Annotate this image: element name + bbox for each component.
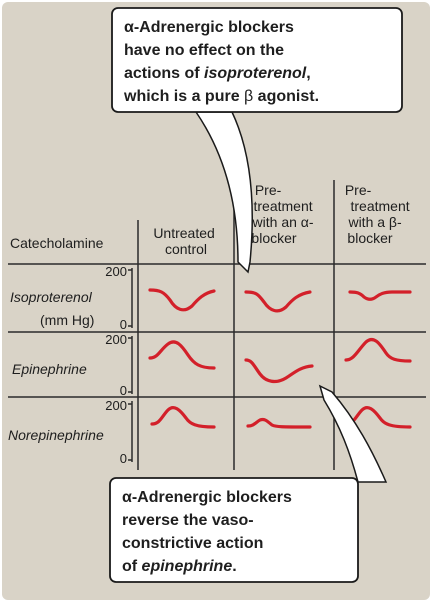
scale-max-norepinephrine: 200 — [105, 398, 127, 413]
callout-bottom-line2: reverse the vaso- — [122, 512, 254, 529]
callout-top-line4-beta: β — [244, 88, 253, 105]
curve-isoproterenol-beta-blocker — [348, 290, 412, 301]
scale-min-isoproterenol: 0 — [120, 317, 127, 332]
callout-top-box — [111, 7, 403, 113]
scale-max-epinephrine: 200 — [105, 332, 127, 347]
col2-header-line3: with an α- — [252, 214, 314, 230]
callout-top-line3-drug: isoproterenol — [204, 65, 307, 82]
col3-header-line3: with a β- — [347, 214, 402, 230]
callout-top-line4-suffix: agonist. — [253, 88, 319, 105]
callout-top-line3-prefix: actions of — [124, 65, 204, 82]
svg-text:Pre- treatment wit: Pre- treatment with an α- blocker — [251, 182, 317, 246]
row-label-epinephrine: Epinephrine — [12, 361, 87, 377]
callout-top-line4-prefix: which is a pure — [123, 88, 244, 105]
table-grid — [8, 180, 426, 470]
svg-text:actions of isoproterenol,: actions of isoproterenol, — [124, 65, 311, 82]
callout-bottom-line1: α-Adrenergic blockers — [122, 489, 292, 506]
curve-epinephrine-control — [148, 340, 216, 370]
col3-header-line4: blocker — [347, 230, 392, 246]
curve-epinephrine-alpha-blocker — [244, 358, 314, 384]
callout-bottom-line4-suffix: . — [232, 558, 236, 575]
callout-bottom-line4-drug: epinephrine — [142, 558, 233, 575]
col1-header-line1: Untreated — [153, 225, 214, 241]
y-axes — [128, 268, 133, 462]
callout-bottom-line3: constrictive action — [122, 535, 263, 552]
svg-text:Pre- treatment wit: Pre- treatment with a β- blocker — [345, 182, 414, 246]
curve-isoproterenol-control — [148, 288, 216, 312]
col2-header-line4: blocker — [251, 230, 296, 246]
scale-min-norepinephrine: 0 — [120, 451, 127, 466]
col3-header-line2: treatment — [350, 198, 409, 214]
svg-text:which is a pure β agonist.: which is a pure β agonist. — [123, 88, 319, 105]
callout-bottom-arrow — [318, 384, 388, 483]
curve-norepinephrine-control — [150, 405, 216, 429]
row-label-isoproterenol: Isoproterenol — [10, 289, 93, 305]
callout-top-line2: have no effect on the — [124, 42, 284, 59]
callout-top-line3-suffix: , — [306, 65, 310, 82]
callout-bottom-line4-prefix: of — [122, 558, 142, 575]
col3-header-line1: Pre- — [345, 182, 372, 198]
scale-min-epinephrine: 0 — [120, 383, 127, 398]
curve-isoproterenol-alpha-blocker — [244, 290, 312, 313]
svg-text:Untreated control: Untreated control — [153, 225, 218, 257]
callout-top-line1: α-Adrenergic blockers — [124, 19, 294, 36]
curve-norepinephrine-beta-blocker — [344, 405, 412, 429]
col2-header-line2: treatment — [253, 198, 312, 214]
curve-epinephrine-beta-blocker — [344, 337, 412, 363]
row-header-label: Catecholamine — [10, 235, 104, 251]
row-unit-isoproterenol: (mm Hg) — [40, 312, 94, 328]
curve-norepinephrine-alpha-blocker — [246, 417, 312, 429]
row-label-norepinephrine: Norepinephrine — [8, 427, 104, 443]
col2-header-line1: Pre- — [255, 182, 282, 198]
bp-curves — [148, 288, 412, 429]
callout-top-arrow — [194, 111, 253, 274]
col1-header-line2: control — [165, 241, 207, 257]
scale-max-isoproterenol: 200 — [105, 264, 127, 279]
callout-bottom-box — [109, 477, 359, 583]
svg-text:of epinephrine.: of epinephrine. — [122, 558, 237, 575]
